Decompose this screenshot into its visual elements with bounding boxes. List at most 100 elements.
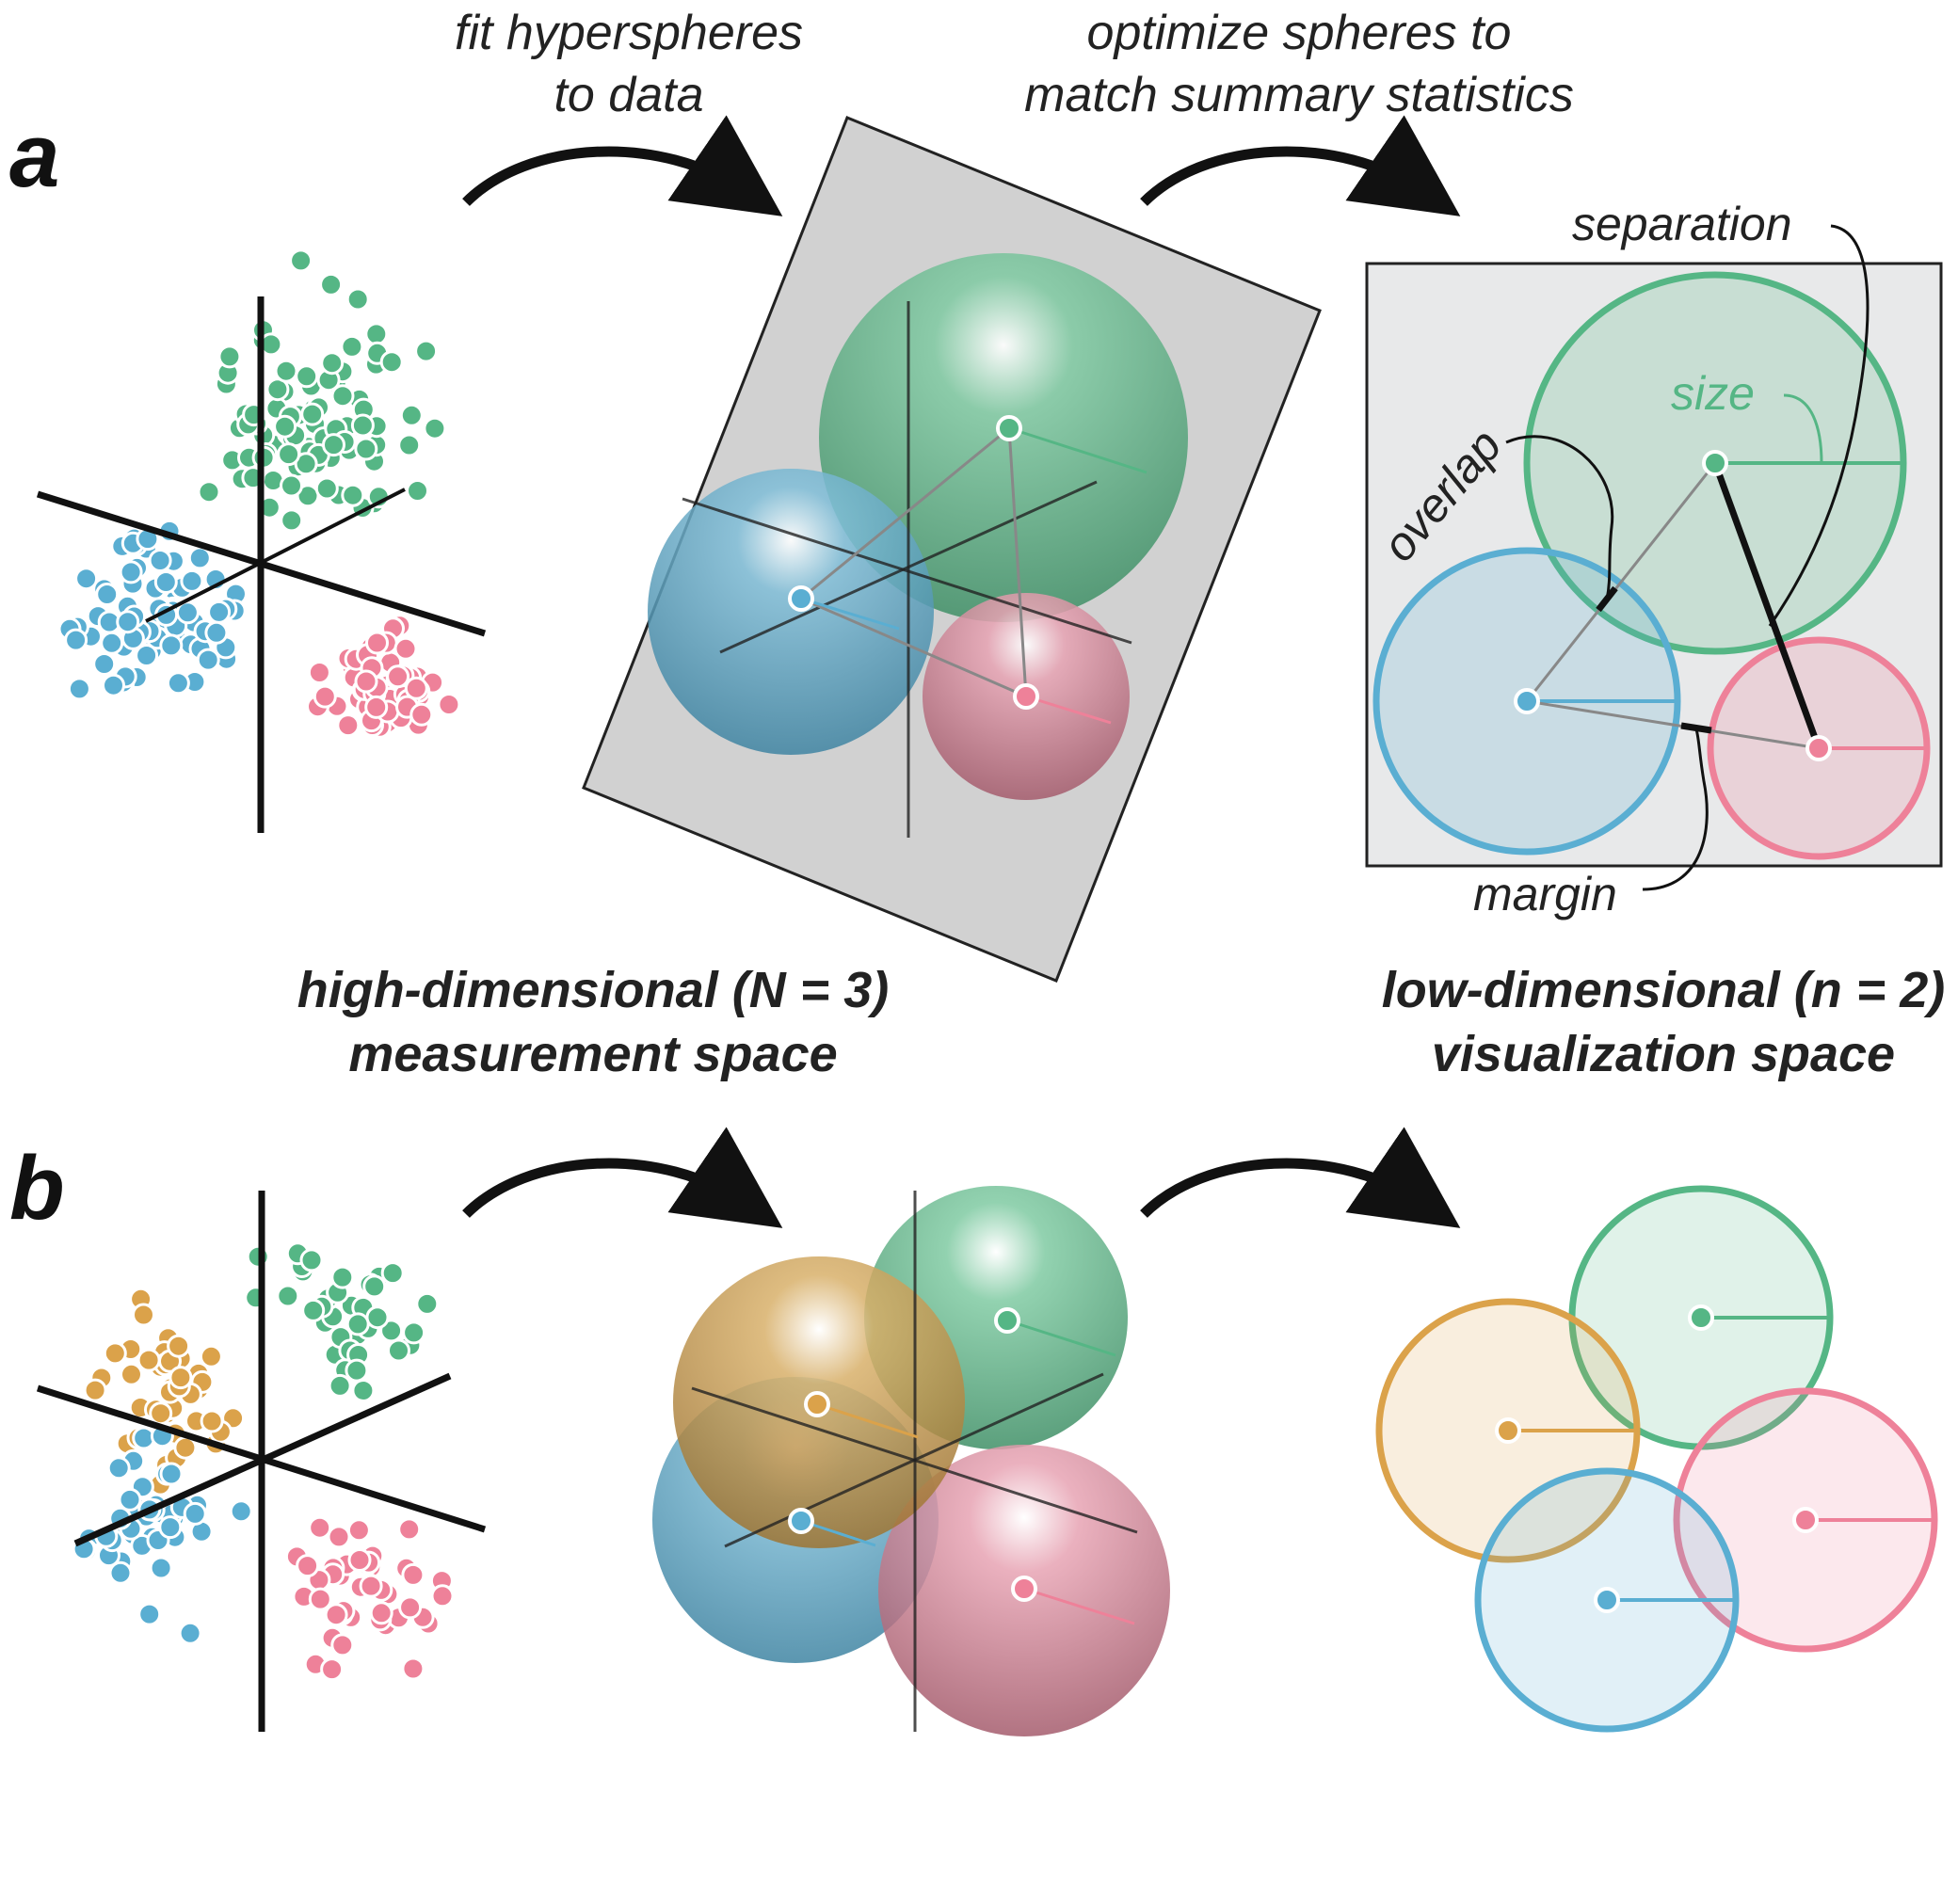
centroid-pink-a [1013,683,1039,710]
axis-depth-a [145,488,406,623]
scatter-point-green [328,1373,352,1398]
arrow-opt-a [1140,115,1461,216]
scatter-plot-b [36,1191,487,1732]
centroid-blue-viz-b [1594,1587,1620,1613]
scatter-point-green [319,272,344,296]
scatter-point-blue [158,1515,183,1540]
scatter-point-green [380,1261,405,1286]
sphere-blue-a [648,469,934,755]
axis-diagonal-3d-a [682,497,1132,645]
scatter-plot-a [36,248,487,833]
scatter-point-pink [430,1584,455,1608]
scatter-point-blue [207,600,232,624]
caption-opt-line2: match summary statistics [1024,68,1574,122]
caption-opt-line1: optimize spheres to [1087,6,1512,60]
scatter-point-orange [83,1378,107,1402]
scatter-point-blue [106,1456,131,1480]
scatter-point-blue [159,633,184,658]
scatter-point-green [314,476,339,501]
scatter-point-blue [135,644,159,667]
radius-pink-a [1025,695,1112,725]
scatter-point-green [399,403,424,427]
title-low-line1: low-dimensional (n = 2) [1382,962,1946,1018]
scatter-point-green [217,344,242,369]
scatter-point-green [350,413,375,438]
scatter-point-green [414,339,439,363]
scatter-point-green [274,359,298,383]
scatter-point-blue [180,568,204,593]
scatter-point-blue [116,610,140,634]
scatter-point-orange [132,1303,155,1327]
scatter-point-blue [166,671,190,696]
caption-fit-line2: to data [554,68,703,122]
scatter-point-blue [183,1501,207,1526]
centroid-orange-b [804,1391,830,1417]
leader-separation [1768,224,1870,627]
scatter-point-pink [330,1633,355,1657]
scatter-point-green [362,1274,387,1299]
measurement-space-a [582,116,1322,983]
scatter-point-pink [320,1657,345,1682]
scatter-point-orange [103,1341,127,1366]
radius-blue-a [800,597,900,631]
scatter-point-orange [200,1409,224,1433]
centroid-green-b [994,1307,1020,1334]
scatter-point-blue [118,1487,142,1512]
label-margin: margin [1473,868,1617,920]
scatter-point-green [364,322,389,346]
scatter-point-blue [153,570,178,594]
scatter-point-green [246,1244,270,1269]
scatter-point-pink [398,1595,423,1620]
scatter-point-orange [199,1344,223,1368]
scatter-point-green [280,508,304,533]
axis-depth-b [73,1372,452,1547]
scatter-point-pink [386,664,410,689]
centroid-link-gb-a [800,426,1010,600]
scatter-point-blue [148,549,172,572]
centroid-blue-b [788,1508,814,1534]
scatter-point-pink [307,661,331,684]
scatter-point-blue [178,1621,202,1645]
centroid-pink-viz-a [1806,735,1832,761]
centroid-green-viz-b [1688,1304,1714,1331]
scatter-point-pink [369,1601,393,1625]
scatter-point-blue [95,583,120,606]
scatter-point-pink [397,1517,422,1542]
scatter-point-blue [149,1556,173,1580]
scatter-point-pink [346,1518,371,1543]
scatter-point-blue [196,648,220,672]
scatter-point-pink [324,1603,348,1627]
centroid-blue-viz-a [1514,688,1540,714]
scatter-point-green [294,452,318,476]
scatter-point-blue [204,620,229,645]
scatter-point-green [402,1320,426,1345]
scatter-point-blue [92,652,117,676]
scatter-point-green [354,437,378,461]
scatter-point-green [322,433,345,457]
scatter-b-points [72,1241,455,1682]
scatter-point-pink [296,1554,320,1578]
label-size: size [1671,367,1755,420]
centroid-pink-viz-b [1792,1507,1819,1533]
scatter-point-pink [359,1574,383,1598]
scatter-point-orange [169,1366,193,1390]
scatter-point-blue [187,546,212,570]
leader-margin [1642,728,1709,891]
scatter-point-pink [437,693,461,716]
link-blue-pink-viz [1526,699,1820,750]
scatter-point-green [423,416,447,440]
leader-size [1783,393,1823,464]
arrow-fit-a [462,115,783,216]
scatter-point-pink [401,1562,425,1587]
axis-depth-3d-b [724,1372,1104,1548]
title-high-line2: measurement space [348,1026,837,1082]
scatter-point-orange [167,1334,191,1358]
radius-green-a [1008,426,1148,474]
scatter-point-green [387,1338,410,1363]
scatter-point-orange [120,1362,143,1386]
scatter-point-blue [229,1499,253,1524]
scatter-point-pink [354,669,378,694]
scatter-point-green [341,483,365,507]
scatter-point-green [330,1265,355,1289]
scatter-point-pink [393,636,418,661]
